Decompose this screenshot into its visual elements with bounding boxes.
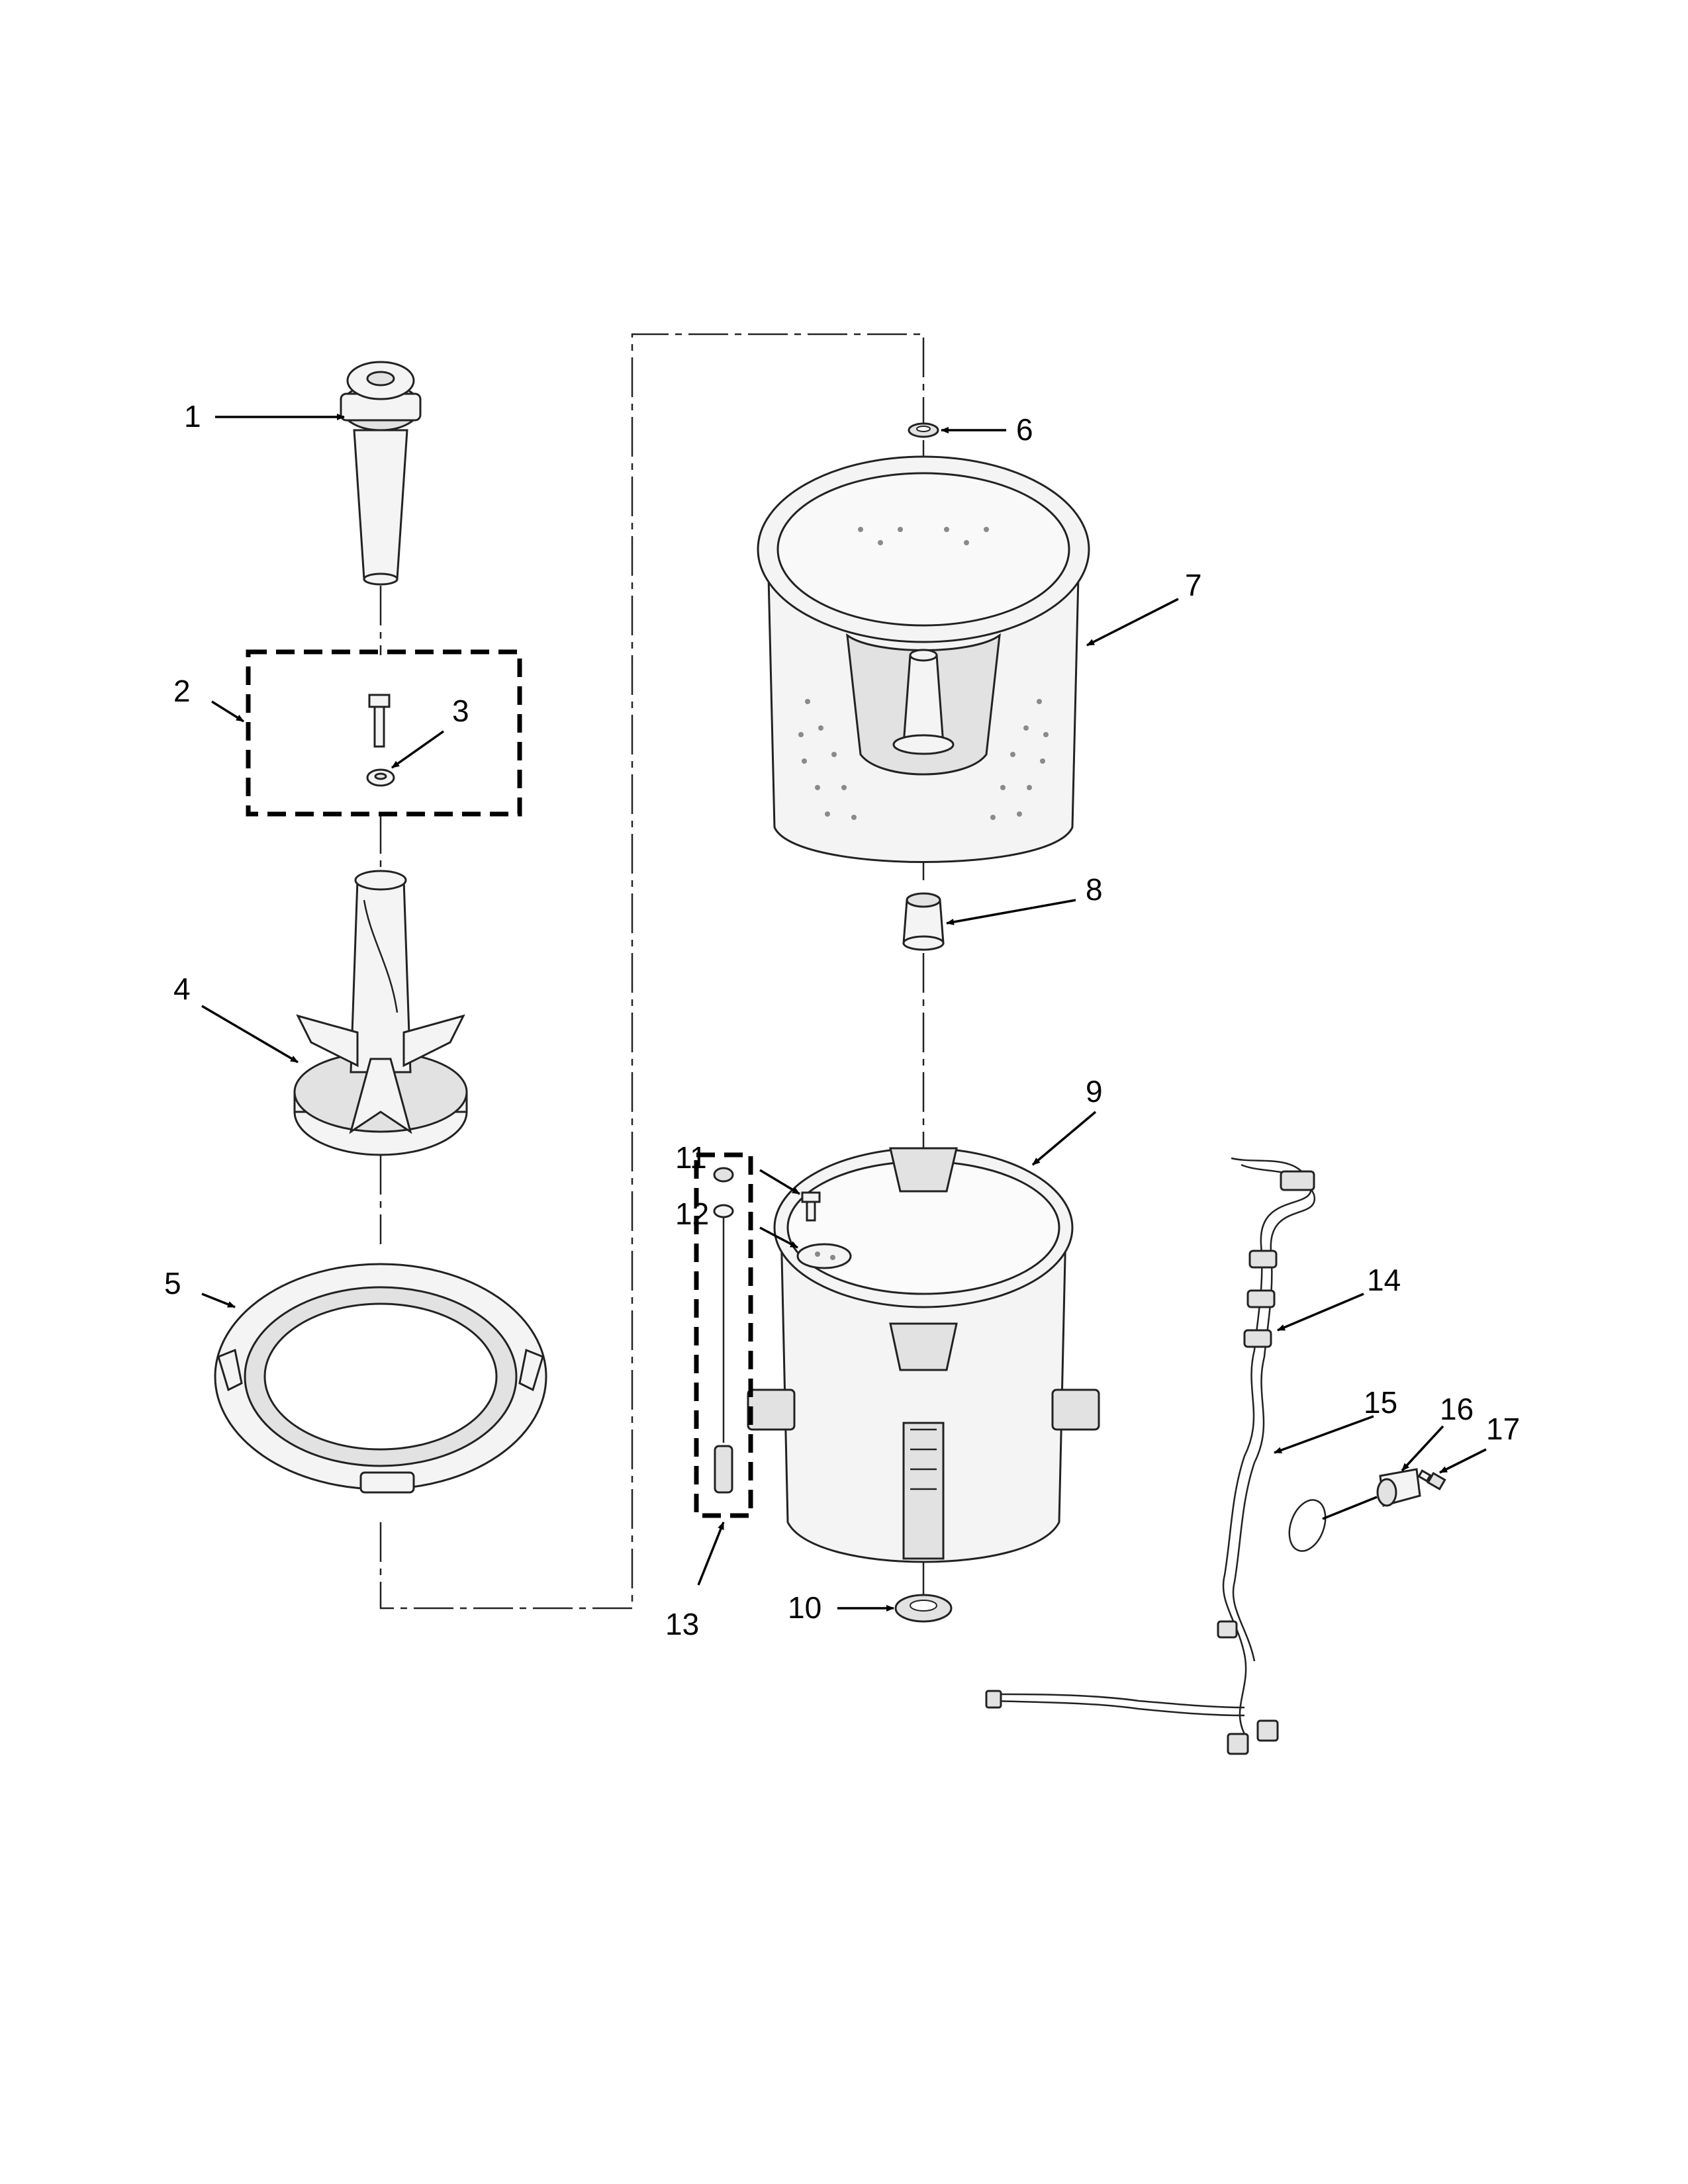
assembly-connector-line	[379, 333, 925, 1610]
leader-arrow-17	[1439, 1448, 1487, 1474]
part-16-clip	[1376, 1468, 1421, 1507]
callout-label-4: 4	[173, 972, 191, 1006]
callout-label-1: 1	[184, 399, 201, 433]
part-2-kit-box	[246, 649, 522, 817]
part-13-suspension-kit-box	[694, 1152, 753, 1518]
leader-arrow-15	[1274, 1415, 1374, 1454]
callout-label-6: 6	[1016, 412, 1033, 447]
leader-arrow-13	[697, 1522, 725, 1586]
part-9-outer-tub	[747, 1147, 1100, 1563]
callout-label-3: 3	[452, 694, 469, 728]
callout-label-15: 15	[1364, 1385, 1397, 1420]
part-1-agitator-cap	[340, 361, 422, 586]
leader-arrow-2	[211, 700, 244, 723]
leader-arrow-7	[1086, 598, 1179, 647]
part-8-hub	[902, 892, 945, 951]
basket-perforations	[798, 527, 1049, 820]
leader-arrow-14	[1277, 1293, 1364, 1332]
part-3-bolt-washer	[366, 694, 395, 787]
callout-label-14: 14	[1367, 1263, 1401, 1297]
part-5-balance-ring	[214, 1263, 547, 1494]
leader-arrow-5	[201, 1293, 236, 1308]
part-15-wire-loop	[1288, 1499, 1327, 1552]
part-17-bolt	[1417, 1469, 1446, 1490]
leader-arrow-16	[1401, 1425, 1444, 1472]
part-13-suspension-rod	[713, 1167, 734, 1494]
callout-label-7: 7	[1185, 568, 1202, 602]
leader-arrow-8	[946, 899, 1076, 925]
callout-label-12: 12	[675, 1197, 709, 1231]
callout-label-10: 10	[788, 1590, 821, 1625]
leader-arrow-3	[391, 730, 445, 769]
callout-label-8: 8	[1086, 872, 1103, 907]
part-10-seal	[894, 1594, 953, 1623]
callout-label-2: 2	[173, 674, 191, 708]
leader-arrow-12	[759, 1226, 798, 1249]
leader-line-16-15	[1322, 1496, 1378, 1520]
part-6-nut	[908, 422, 939, 438]
leader-arrow-4	[201, 1005, 299, 1064]
part-4-agitator	[293, 870, 468, 1156]
part-14-wire-harness	[985, 1157, 1316, 1755]
leader-arrow-11	[759, 1169, 800, 1195]
callout-label-17: 17	[1486, 1412, 1520, 1446]
callout-label-13: 13	[665, 1607, 699, 1641]
callout-label-9: 9	[1086, 1074, 1103, 1109]
callout-label-16: 16	[1440, 1392, 1474, 1426]
leader-arrow-9	[1031, 1111, 1097, 1166]
callout-label-5: 5	[164, 1266, 181, 1300]
part-12-plate	[796, 1243, 852, 1269]
part-7-basket	[757, 455, 1090, 863]
callout-label-11: 11	[675, 1140, 707, 1175]
part-11-screw	[801, 1191, 821, 1222]
